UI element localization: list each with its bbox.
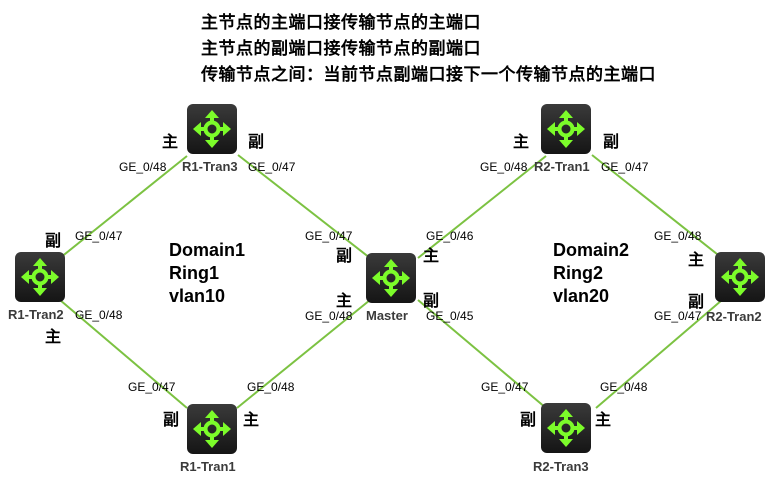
role-secondary: 副: [520, 410, 537, 429]
port-label: GE_0/47: [305, 229, 353, 243]
four-way-arrow-icon: [192, 409, 232, 449]
port-label: GE_0/48: [305, 309, 353, 323]
node-master[interactable]: [366, 253, 416, 303]
node-label: R2-Tran2: [706, 309, 762, 324]
node-label: R1-Tran1: [180, 459, 236, 474]
port-label: GE_0/47: [481, 380, 529, 394]
node-r1-tran3[interactable]: [187, 104, 237, 154]
port-label: GE_0/48: [247, 380, 295, 394]
ring-name: Ring1: [169, 263, 220, 283]
node-label: R1-Tran2: [8, 307, 64, 322]
node-label: R1-Tran3: [182, 159, 238, 174]
role-primary: 主: [162, 132, 179, 151]
port-label: GE_0/45: [426, 309, 474, 323]
domain-name: Domain1: [169, 240, 246, 260]
note-line: 主节点的副端口接传输节点的副端口: [201, 39, 481, 59]
role-primary: 主: [243, 410, 260, 429]
node-r2-tran1[interactable]: [541, 104, 591, 154]
link-r1tran2-r1tran1: [59, 299, 188, 409]
link-r1tran1-master: [236, 299, 371, 409]
role-primary: 主: [423, 246, 440, 265]
link-r2tran3-r2tran2: [595, 299, 723, 409]
node-r1-tran2[interactable]: [15, 252, 65, 302]
note-line: 主节点的主端口接传输节点的主端口: [201, 13, 481, 33]
port-label: GE_0/48: [119, 160, 167, 174]
role-secondary: 副: [45, 231, 62, 250]
domain-name: Domain2: [553, 240, 630, 260]
note-line: 传输节点之间：当前节点副端口接下一个传输节点的主端口: [201, 65, 656, 85]
role-primary: 主: [336, 291, 353, 310]
role-primary: 主: [595, 410, 612, 429]
port-label: GE_0/48: [654, 229, 702, 243]
link-r1tran3-r1tran2: [59, 155, 188, 259]
role-secondary: 副: [603, 132, 620, 151]
node-label: Master: [366, 308, 408, 323]
port-label: GE_0/47: [75, 229, 123, 243]
ring-name: Ring2: [553, 263, 604, 283]
port-label: GE_0/47: [601, 160, 649, 174]
role-secondary: 副: [688, 292, 705, 311]
domain2-info: Domain2 Ring2 vlan20: [553, 239, 629, 308]
four-way-arrow-icon: [192, 109, 232, 149]
port-label: GE_0/47: [248, 160, 296, 174]
port-label: GE_0/48: [480, 160, 528, 174]
port-label: GE_0/47: [128, 380, 176, 394]
role-primary: 主: [45, 327, 62, 346]
port-label: GE_0/46: [426, 229, 474, 243]
role-secondary: 副: [336, 246, 353, 265]
four-way-arrow-icon: [371, 258, 411, 298]
node-label: R2-Tran1: [534, 159, 590, 174]
node-r2-tran2[interactable]: [715, 252, 765, 302]
four-way-arrow-icon: [20, 257, 60, 297]
vlan-name: vlan20: [553, 286, 610, 306]
port-label: GE_0/47: [654, 309, 702, 323]
role-secondary: 副: [423, 291, 440, 310]
four-way-arrow-icon: [546, 408, 586, 448]
four-way-arrow-icon: [720, 257, 760, 297]
role-secondary: 副: [163, 410, 180, 429]
port-label: GE_0/48: [75, 308, 123, 322]
port-label: GE_0/48: [600, 380, 648, 394]
vlan-name: vlan10: [169, 286, 226, 306]
role-secondary: 副: [248, 132, 265, 151]
node-r1-tran1[interactable]: [187, 404, 237, 454]
role-primary: 主: [513, 132, 530, 151]
link-master-r2tran3: [417, 299, 547, 409]
domain1-info: Domain1 Ring1 vlan10: [169, 239, 245, 308]
link-master-r2tran1: [417, 155, 547, 259]
notes: 主节点的主端口接传输节点的主端口 主节点的副端口接传输节点的副端口 传输节点之间…: [201, 10, 656, 88]
role-primary: 主: [688, 250, 705, 269]
link-r1tran3-master: [237, 154, 371, 259]
node-label: R2-Tran3: [533, 459, 589, 474]
node-r2-tran3[interactable]: [541, 403, 591, 453]
link-r2tran1-r2tran2: [591, 154, 723, 259]
four-way-arrow-icon: [546, 109, 586, 149]
